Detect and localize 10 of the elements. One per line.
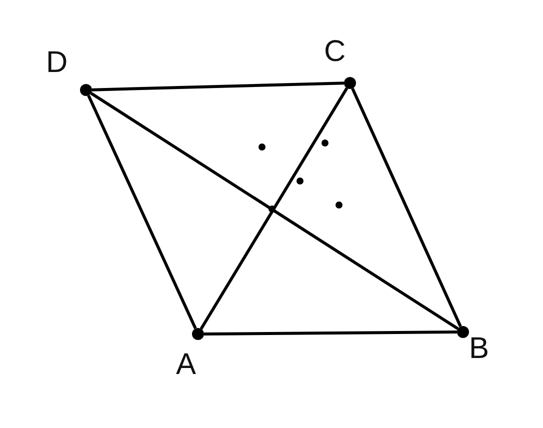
line-segment bbox=[92, 82, 344, 92]
line-segment bbox=[87, 94, 197, 330]
vertex-label: C bbox=[324, 37, 346, 67]
line-segment bbox=[351, 88, 462, 328]
vertex-label: D bbox=[46, 48, 68, 78]
vertex-label: A bbox=[176, 350, 196, 380]
line-segment bbox=[200, 87, 348, 330]
line-segment bbox=[204, 330, 458, 336]
vertex-label: B bbox=[469, 334, 490, 364]
line-segment bbox=[90, 92, 459, 330]
